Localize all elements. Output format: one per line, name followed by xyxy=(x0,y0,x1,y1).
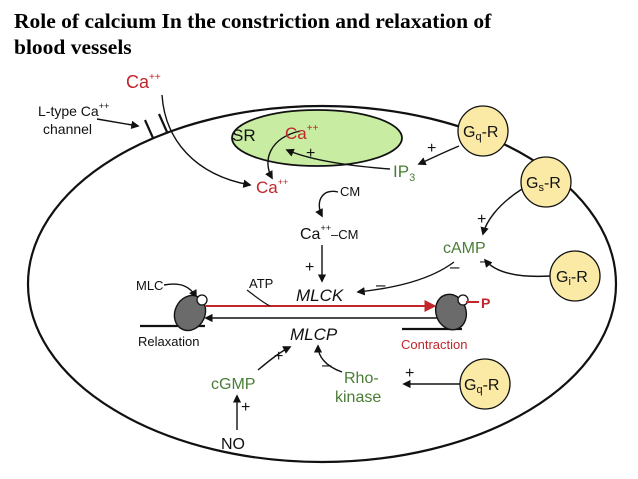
cgmp-label: cGMP xyxy=(211,376,255,393)
phosphate-label: P xyxy=(481,295,490,311)
ip3-to-sr-arrow xyxy=(285,148,391,170)
no-plus-sign: + xyxy=(241,399,250,416)
ltype-arrow xyxy=(96,118,140,130)
camp-to-mlck-inhibit xyxy=(356,261,455,296)
ip3-label: IP3 xyxy=(393,162,415,184)
mlcp-minus-sign: – xyxy=(322,355,332,374)
mlck-plus-sign: + xyxy=(305,259,314,276)
cm-label: CM xyxy=(340,184,360,199)
mlc-head-dot xyxy=(196,294,208,306)
cm-binding-arrow xyxy=(315,190,339,218)
gs-receptor xyxy=(520,156,572,208)
rho-plus-sign: + xyxy=(405,365,414,382)
contraction-label: Contraction xyxy=(401,337,467,352)
rho-to-mlcp-inhibit xyxy=(313,344,343,373)
gi-minus-sign: – xyxy=(480,253,489,270)
title-line-1: Role of calcium In the constriction and … xyxy=(14,9,492,33)
gi-to-camp-arrow xyxy=(483,258,551,278)
sr-ca-label: Ca++ xyxy=(285,123,319,143)
gq-to-ip3-arrow xyxy=(417,145,460,166)
cgmp-to-mlcp-arrow xyxy=(257,346,292,371)
gi-label: Gi-R xyxy=(556,269,588,288)
ca-influx-arrow xyxy=(161,94,252,188)
ip3-plus-sign: + xyxy=(427,140,436,157)
gq-receptor-top xyxy=(457,105,509,157)
atp-arrow xyxy=(246,289,271,307)
mlc-label: MLC xyxy=(136,278,163,293)
camp-label: cAMP xyxy=(443,240,486,257)
mlc-phospho-dot xyxy=(457,294,469,306)
atp-label: ATP xyxy=(249,276,273,291)
relaxation-label: Relaxation xyxy=(138,334,199,349)
mlcp-label: MLCP xyxy=(290,325,338,344)
sr-release-arrow xyxy=(265,130,301,180)
l-type-channel-icon xyxy=(143,113,169,139)
no-label: NO xyxy=(221,436,245,453)
l-type-label-line2: channel xyxy=(43,121,92,137)
sr-organelle xyxy=(231,109,403,167)
mlc-pointer-arrow xyxy=(163,283,197,299)
sr-plus-sign: + xyxy=(306,145,315,162)
cgmp-plus-sign: + xyxy=(274,348,283,365)
mlck-label: MLCK xyxy=(296,286,344,305)
ca-ext-label: Ca++ xyxy=(126,72,161,92)
gs-label: Gs-R xyxy=(526,175,561,194)
l-type-label-line1: L-type Ca++ xyxy=(38,101,109,119)
rho-kinase-label-line2: kinase xyxy=(335,389,381,406)
page-title: Role of calcium In the constriction and … xyxy=(14,8,624,60)
camp-minus-sign: – xyxy=(450,257,460,276)
rho-kinase-label-line1: Rho- xyxy=(344,370,379,387)
gs-plus-sign: + xyxy=(477,211,486,228)
cell-membrane xyxy=(26,104,618,464)
gq-top-label: Gq-R xyxy=(463,124,498,143)
gs-to-camp-arrow xyxy=(480,188,523,236)
title-line-2: blood vessels xyxy=(14,35,132,59)
gq-bottom-label: Gq-R xyxy=(464,377,499,396)
ca-int-label: Ca++ xyxy=(256,177,288,197)
ca-cm-label: Ca++–CM xyxy=(300,223,358,243)
mlck-minus-sign: – xyxy=(376,275,386,294)
sr-label: SR xyxy=(232,126,256,145)
